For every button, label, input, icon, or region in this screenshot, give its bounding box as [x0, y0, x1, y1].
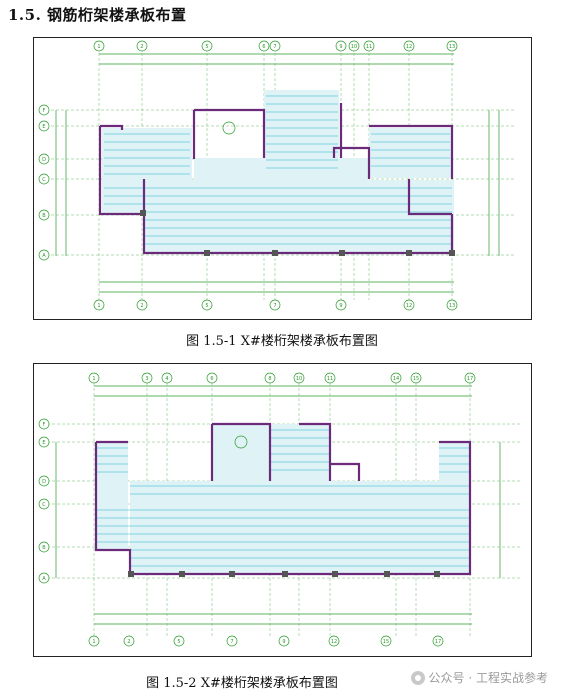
axis-top-label: 13: [449, 44, 455, 50]
axis-top-label: 7: [273, 44, 276, 50]
axis-left-label: D: [42, 157, 46, 163]
axis-top-label: 10: [296, 376, 302, 382]
axis-bottom-label: 17: [435, 639, 441, 645]
axis-bottom-label: 9: [282, 639, 285, 645]
floor-plan-drawing-1: 1 2 5 6 7 9 10 11 12 13 1 2 5 7 9 12 13 …: [38, 40, 514, 311]
axis-top-label: 12: [406, 44, 412, 50]
axis-top-label: 1: [97, 44, 100, 50]
axis-top-label: 9: [339, 44, 342, 50]
section-heading: 1.5. 钢筋桁架楼承板布置: [8, 6, 187, 24]
axis-left-label: D: [42, 479, 46, 485]
axis-left-label: F: [43, 108, 46, 114]
axis-top-label: 8: [268, 376, 271, 382]
axis-left-label: C: [42, 177, 46, 183]
axis-top-label: 4: [165, 376, 168, 382]
watermark: 公众号 · 工程实战参考: [410, 669, 548, 686]
axis-bottom-label: 5: [177, 639, 180, 645]
axis-top-label: 5: [205, 44, 208, 50]
axis-left-label: E: [42, 440, 45, 446]
floor-plan-figure-1: 1 2 5 6 7 9 10 11 12 13 1 2 5 7 9 12 13 …: [33, 37, 532, 320]
floor-plan-drawing-2: 1 3 4 6 8 10 11 14 15 17 1 2 5 7 9 12 15…: [38, 372, 522, 647]
axis-bottom-label: 7: [230, 639, 233, 645]
axis-bottom-label: 5: [205, 303, 208, 309]
axis-top-label: 2: [140, 44, 143, 50]
axis-left-label: F: [43, 422, 46, 428]
axis-left-label: A: [42, 576, 46, 582]
axis-left-label: B: [42, 545, 46, 551]
axis-bottom-label: 2: [140, 303, 143, 309]
axis-top-label: 11: [327, 376, 333, 382]
axis-bottom-label: 15: [383, 639, 389, 645]
axis-top-label: 17: [467, 376, 473, 382]
figure-caption-1: 图 1.5-1 X#楼桁架楼承板布置图: [186, 334, 378, 349]
axis-left-label: A: [42, 253, 46, 259]
axis-top-label: 14: [393, 376, 399, 382]
axis-left-label: C: [42, 502, 46, 508]
axis-left-label: B: [42, 213, 46, 219]
axis-bottom-label: 13: [449, 303, 455, 309]
axis-bottom-label: 12: [406, 303, 412, 309]
axis-top-label: 15: [413, 376, 419, 382]
axis-top-label: 10: [351, 44, 357, 50]
axis-top-label: 6: [262, 44, 265, 50]
axis-top-label: 3: [145, 376, 148, 382]
axis-bottom-label: 2: [127, 639, 130, 645]
figure-caption-2: 图 1.5-2 X#楼桁架楼承板布置图: [146, 676, 338, 691]
wechat-icon: [410, 670, 425, 685]
axis-top-label: 6: [210, 376, 213, 382]
axis-bottom-label: 9: [339, 303, 342, 309]
axis-bottom-label: 1: [92, 639, 95, 645]
axis-bottom-label: 7: [273, 303, 276, 309]
watermark-text: 公众号 · 工程实战参考: [428, 671, 548, 685]
floor-plan-figure-2: 1 3 4 6 8 10 11 14 15 17 1 2 5 7 9 12 15…: [33, 363, 532, 657]
axis-top-label: 11: [366, 44, 372, 50]
axis-bottom-label: 1: [97, 303, 100, 309]
axis-top-label: 1: [92, 376, 95, 382]
axis-bottom-label: 12: [331, 639, 337, 645]
axis-left-label: E: [42, 124, 45, 130]
